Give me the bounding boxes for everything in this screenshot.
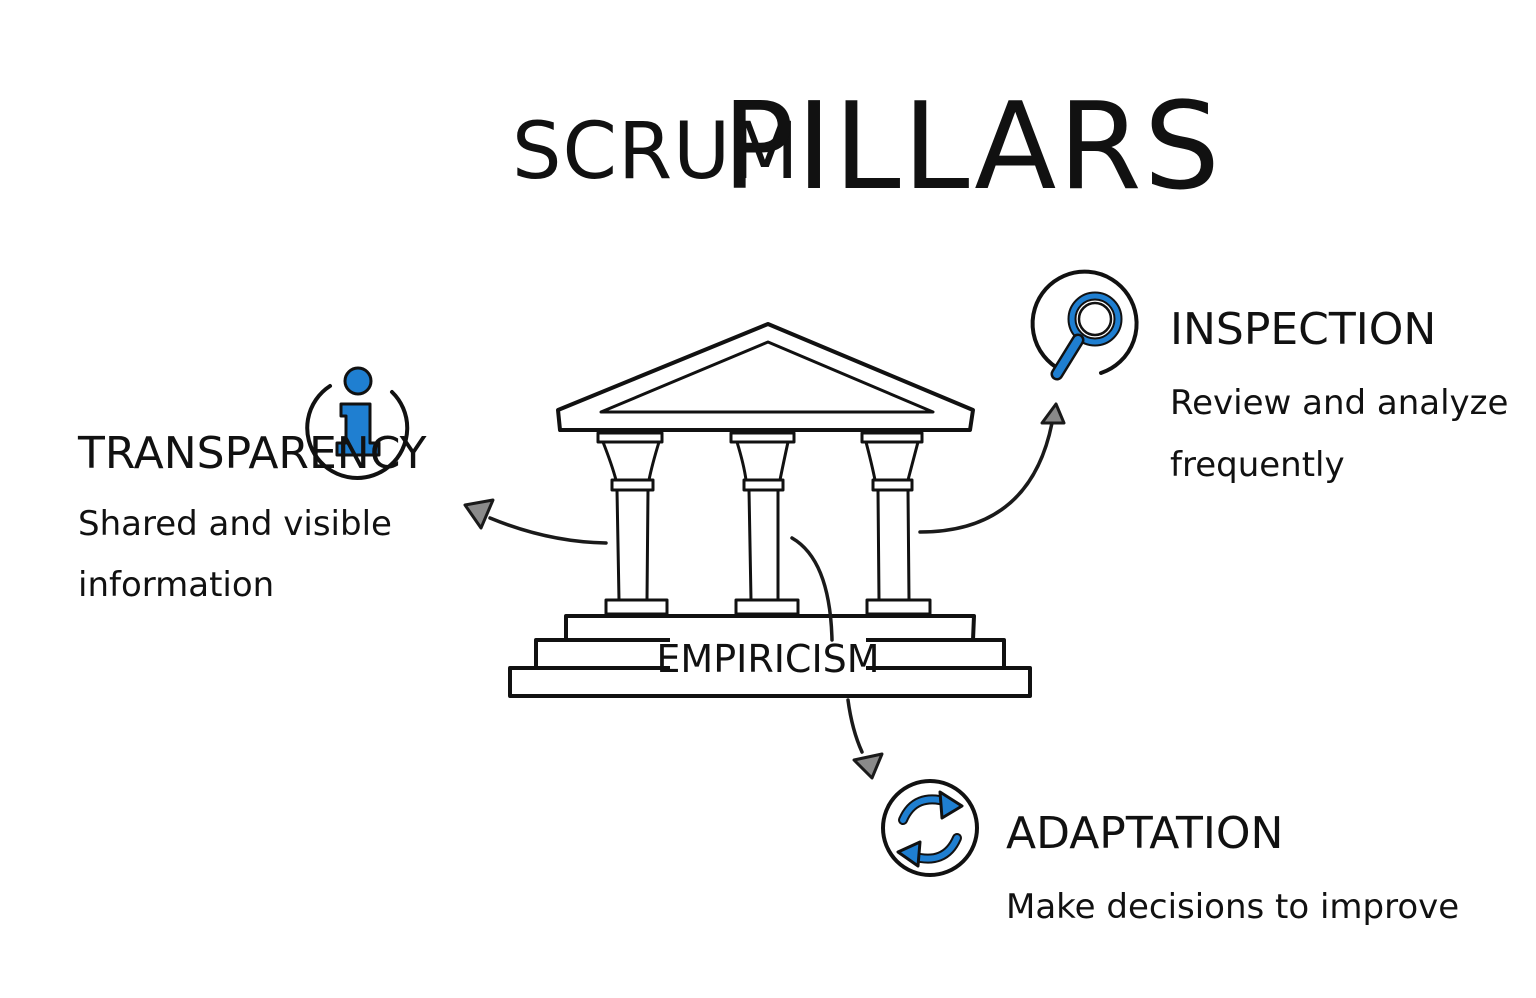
transparency-heading: TRANSPARENCY: [77, 428, 427, 479]
temple-column-right: [860, 431, 932, 616]
temple-illustration: EMPIRICISM: [508, 322, 1032, 698]
magnifier-icon: [1030, 269, 1139, 381]
transparency-desc-line1: Shared and visible: [78, 504, 392, 544]
transparency-desc-line2: information: [78, 565, 274, 605]
adaptation-heading: ADAPTATION: [1006, 808, 1283, 859]
refresh-icon: [881, 779, 979, 877]
temple-steps: [508, 614, 1032, 698]
arrow-to-inspection: [918, 402, 1066, 534]
adaptation-desc-line1: Make decisions to improve: [1006, 887, 1459, 927]
empiricism-label: EMPIRICISM: [656, 637, 879, 681]
inspection-heading: INSPECTION: [1170, 304, 1436, 355]
title-prefix: SCRUM: [512, 107, 800, 197]
inspection-desc-line1: Review and analyze: [1170, 383, 1508, 423]
temple-roof: [556, 322, 975, 432]
inspection-block: INSPECTION Review and analyze frequently: [1170, 304, 1508, 485]
arrow-to-transparency: [463, 498, 608, 545]
temple-column-middle: [729, 431, 800, 616]
arrow-to-adaptation: [790, 536, 884, 780]
inspection-desc-line2: frequently: [1170, 445, 1345, 485]
page-title: SCRUM PILLARS: [512, 78, 1222, 217]
temple-column-left: [596, 431, 669, 616]
title-main: PILLARS: [722, 78, 1222, 217]
transparency-block: TRANSPARENCY Shared and visible informat…: [77, 428, 427, 605]
adaptation-block: ADAPTATION Make decisions to improve: [1006, 808, 1459, 927]
info-icon: [305, 366, 410, 480]
